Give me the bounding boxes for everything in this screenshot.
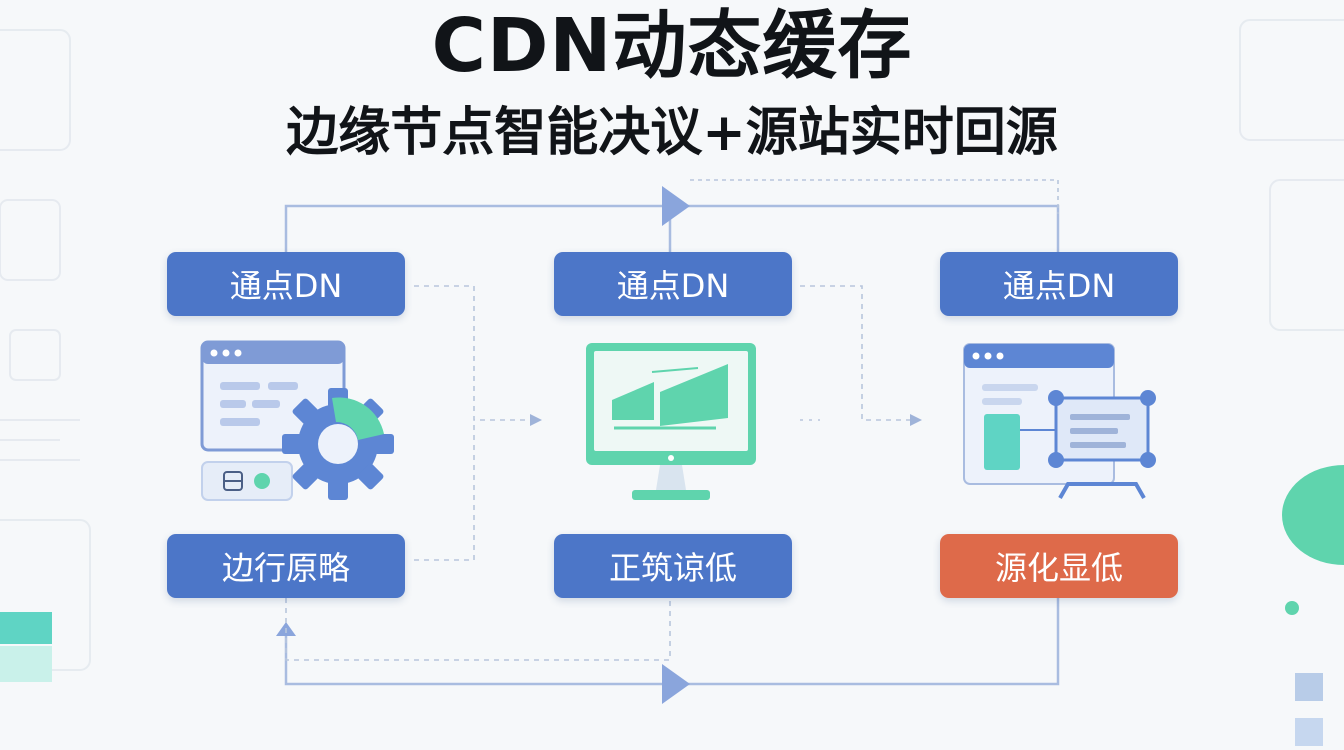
dashed-connector-3 <box>800 285 912 421</box>
blue-square-decor <box>1295 673 1323 701</box>
page-subtitle: 边缘节点智能决议+源站实时回源 <box>286 103 1058 163</box>
page-title: CDN动态缓存 <box>431 3 913 89</box>
teal-light-block-decor <box>0 646 52 682</box>
teal-dot-decor <box>1285 601 1299 615</box>
teal-block-decor <box>0 612 52 644</box>
dashed-connector-2 <box>414 420 475 561</box>
bottom-dashed-line <box>285 598 671 661</box>
top-arrow-head <box>662 186 690 226</box>
dashed-arrow-1 <box>530 414 542 426</box>
label-pill-3[interactable]: 源化显低 <box>940 534 1178 598</box>
label-pill-2[interactable]: 正筑谅低 <box>554 534 792 598</box>
top-dashed-line <box>690 179 1059 214</box>
node-pill-3[interactable]: 通点DN <box>940 252 1178 316</box>
node-pill-2[interactable]: 通点DN <box>554 252 792 316</box>
node-pill-1[interactable]: 通点DN <box>167 252 405 316</box>
bottom-arrow-head <box>662 664 690 704</box>
teal-circle-decor <box>1282 465 1344 565</box>
blue-square-decor-2 <box>1295 718 1323 746</box>
label-pill-1[interactable]: 边行原略 <box>167 534 405 598</box>
dashed-arrow-2 <box>910 414 922 426</box>
dashed-connector-1 <box>414 285 532 421</box>
